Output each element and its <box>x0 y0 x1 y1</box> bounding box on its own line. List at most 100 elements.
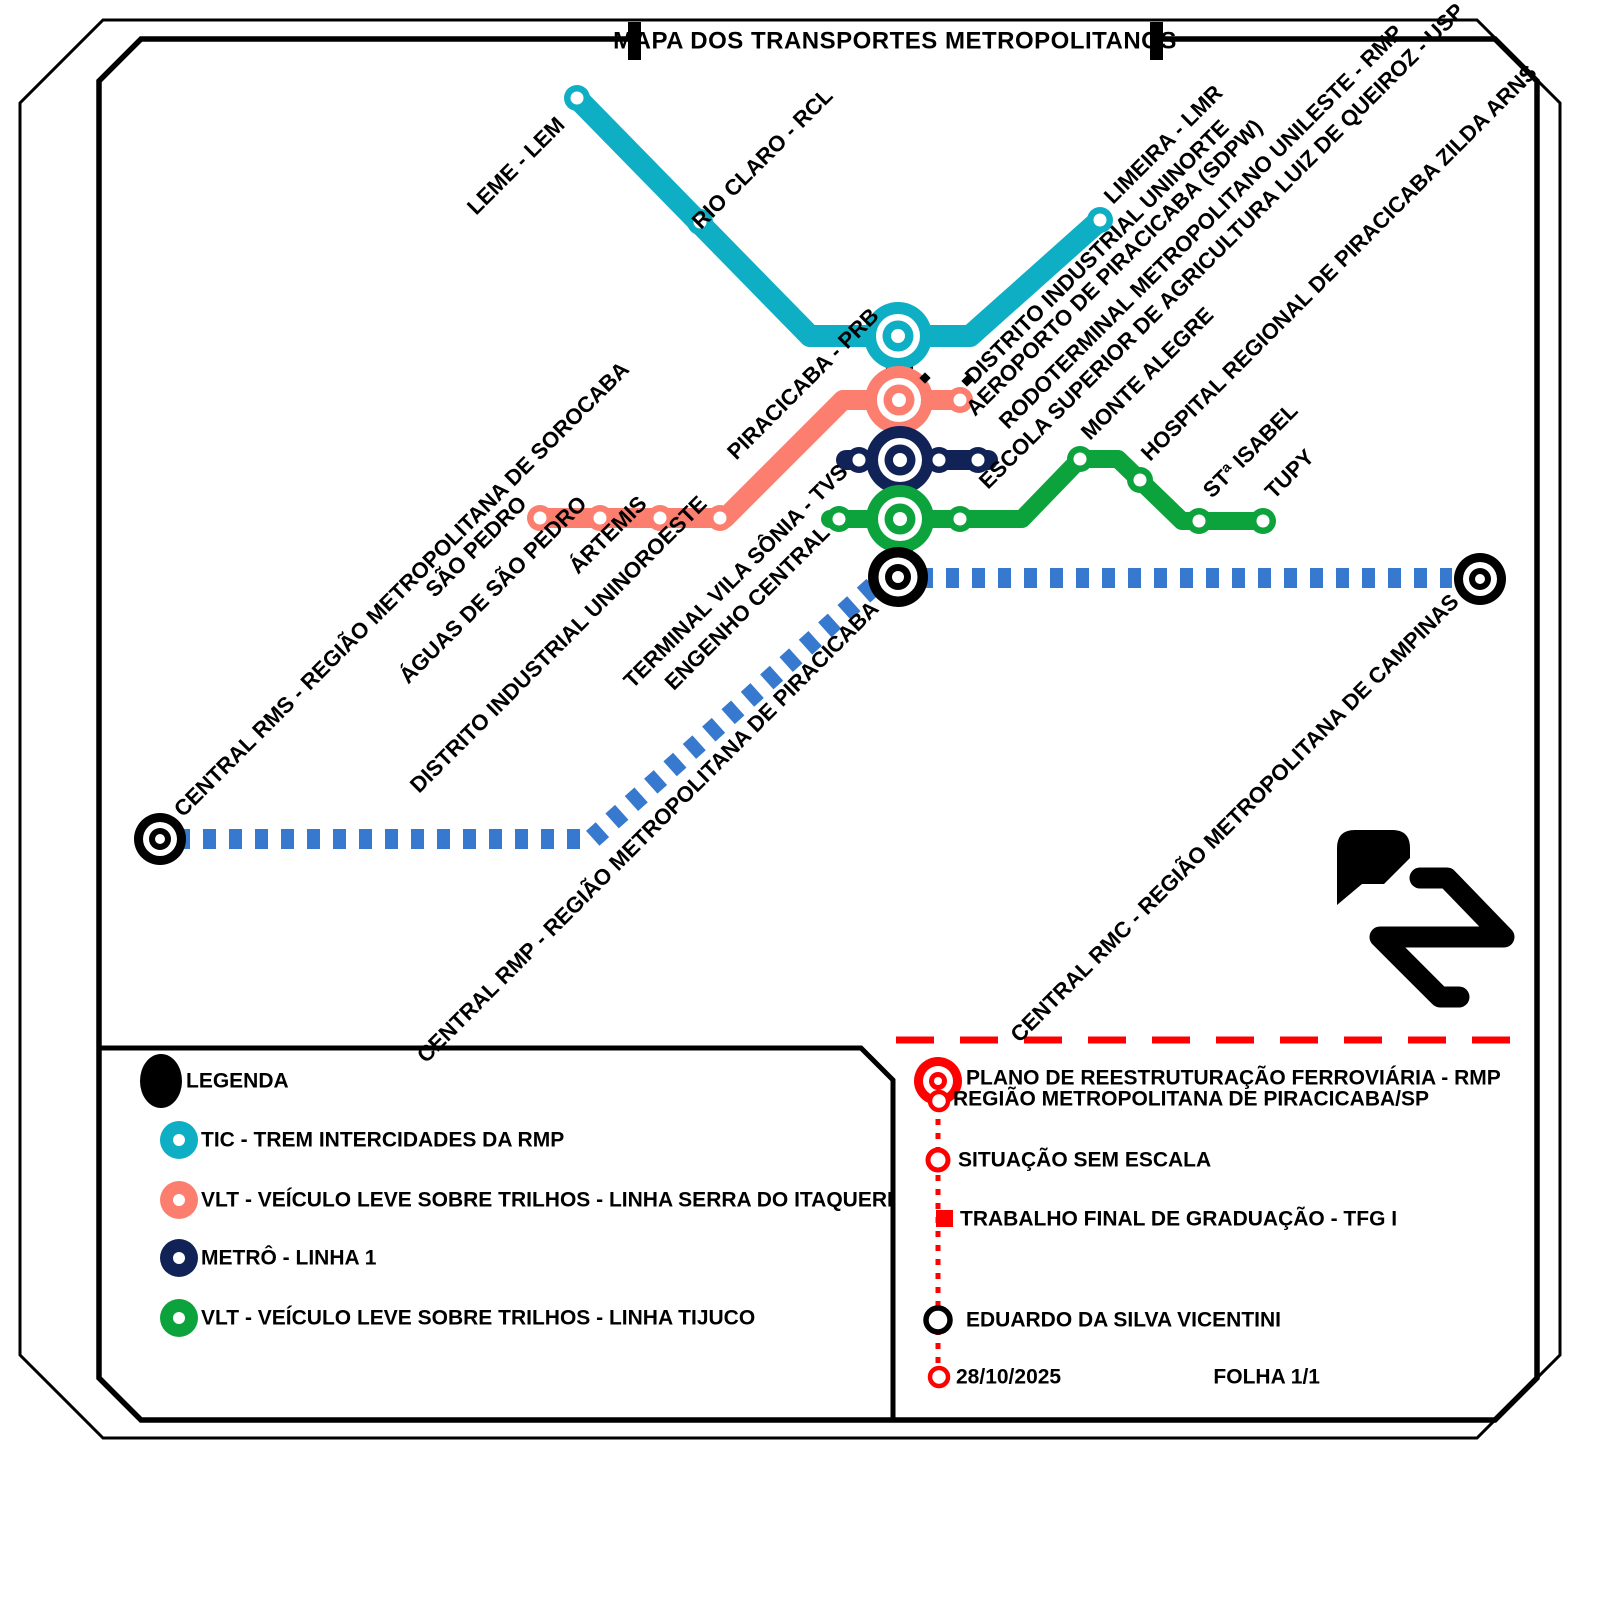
title-bar-right-cap <box>1150 22 1163 60</box>
station-aeroporto-de-piracicaba <box>926 447 952 473</box>
diamond-mark <box>961 375 973 387</box>
legend-item-label: VLT - VEÍCULO LEVE SOBRE TRILHOS - LINHA… <box>201 1307 755 1330</box>
date-value: 28/10/2025 <box>956 1366 1061 1389</box>
station-central-rms-ring <box>155 834 165 844</box>
station-central-rmp <box>868 547 928 607</box>
station-hospital-regional <box>1127 467 1153 493</box>
station-aguas-de-sao-pedro-ring <box>593 511 607 525</box>
station-artemis-ring <box>653 511 667 525</box>
legend-item-label: TIC - TREM INTERCIDADES DA RMP <box>201 1129 564 1152</box>
title-block: PLANO DE REESTRUTURAÇÃO FERROVIÁRIA - RM… <box>914 1057 1501 1389</box>
title-block-bullseye <box>914 1057 962 1105</box>
station-distrito-industrial-uninorte-ring <box>953 393 967 407</box>
station-artemis <box>647 505 673 531</box>
station-central-rms <box>134 813 186 865</box>
station-rio-claro-ring <box>693 215 707 229</box>
sheet-number: FOLHA 1/1 <box>1213 1366 1320 1389</box>
station-distrito-industrial-uninoroeste <box>707 505 733 531</box>
station-engenho-central-ring <box>832 512 846 526</box>
title-block-bullseye-ring <box>934 1077 942 1085</box>
date-marker-circle <box>927 1365 951 1389</box>
station-hub-metro <box>866 426 934 494</box>
station-distrito-industrial-uninorte <box>947 387 973 413</box>
legend-panel: LEGENDA TIC - TREM INTERCIDADES DA RMP VLT… <box>140 1054 893 1337</box>
author-marker-circle <box>923 1305 953 1335</box>
legend-item-2: METRÔ - LINHA 1 <box>160 1239 377 1277</box>
legend-swatch-center <box>173 1252 185 1264</box>
label-escola-esalq-usp: ESCOLA SUPERIOR DE AGRICULTURA LUIZ DE Q… <box>974 0 1469 494</box>
station-central-rmc-ring <box>1475 574 1485 584</box>
station-limeira-ring <box>1093 213 1107 227</box>
label-central-rms: CENTRAL RMS - REGIÃO METROPOLITANA DE SO… <box>169 356 634 821</box>
label-central-rmc: CENTRAL RMC - REGIÃO METROPOLITANA DE CA… <box>1005 589 1463 1047</box>
diamond-mark <box>919 372 931 384</box>
line-ferrovia-oeste <box>177 574 885 849</box>
station-tupy-ring <box>1256 514 1270 528</box>
title-gap-mask <box>644 31 1150 47</box>
title-bar-left-cap <box>628 22 641 60</box>
label-leme: LEME - LEM <box>462 112 570 220</box>
station-escola-esalq-usp-ring <box>953 512 967 526</box>
legend-box-border <box>99 1045 896 1420</box>
author-name: EDUARDO DA SILVA VICENTINI <box>966 1309 1281 1332</box>
station-monte-alegre <box>1067 446 1093 472</box>
station-rodoterminal-unileste-ring <box>971 453 985 467</box>
station-terminal-vila-sonia-ring <box>852 453 866 467</box>
station-distrito-industrial-uninoroeste-ring <box>713 511 727 525</box>
station-leme-ring <box>570 91 584 105</box>
label-rio-claro: RIO CLARO - RCL <box>687 83 838 234</box>
station-piracicaba-prb-ring <box>891 329 905 343</box>
station-sta-isabel-ring <box>1192 514 1206 528</box>
legend-title: LEGENDA <box>186 1070 289 1093</box>
sheet-title-bar: MAPA DOS TRANSPORTES METROPOLITANOS <box>613 22 1177 60</box>
station-hospital-regional-ring <box>1133 473 1147 487</box>
inner-border <box>96 36 1540 1423</box>
stations <box>134 85 1506 865</box>
legend-swatch-center <box>173 1312 185 1324</box>
station-aeroporto-de-piracicaba-ring <box>932 453 946 467</box>
course-marker-square <box>936 1210 953 1227</box>
legend-item-label: VLT - VEÍCULO LEVE SOBRE TRILHOS - LINHA… <box>201 1189 893 1212</box>
station-sao-pedro <box>527 505 553 531</box>
sheet-borders <box>18 18 1562 1440</box>
station-hub-metro-ring <box>893 453 907 467</box>
station-engenho-central <box>826 506 852 532</box>
legend-swatch-center <box>173 1194 185 1206</box>
station-monte-alegre-ring <box>1073 452 1087 466</box>
station-hub-vlt-tijuco-ring <box>893 512 907 526</box>
legend-bullet <box>140 1054 182 1108</box>
legend-swatch-center <box>173 1134 185 1146</box>
station-terminal-vila-sonia <box>846 447 872 473</box>
scale-marker-circle <box>925 1147 951 1173</box>
logo-zigzag-icon <box>1369 867 1515 1008</box>
station-hub-vlt-tijuco <box>866 485 934 553</box>
title-block-bullseye-sub <box>927 1089 951 1113</box>
logo-flag-icon <box>1337 830 1410 905</box>
station-sta-isabel <box>1186 508 1212 534</box>
station-hub-vlt-serra <box>865 366 933 434</box>
station-rio-claro <box>687 209 713 235</box>
label-tupy: TUPY <box>1260 444 1319 503</box>
station-piracicaba-prb <box>864 302 932 370</box>
project-title-line1: PLANO DE REESTRUTURAÇÃO FERROVIÁRIA - RM… <box>966 1067 1501 1090</box>
line-tic <box>566 87 1111 347</box>
station-central-rmc <box>1454 553 1506 605</box>
station-sao-pedro-ring <box>533 511 547 525</box>
legend-item-1: VLT - VEÍCULO LEVE SOBRE TRILHOS - LINHA… <box>160 1181 893 1219</box>
station-tupy <box>1250 508 1276 534</box>
station-aguas-de-sao-pedro <box>587 505 613 531</box>
scale-note: SITUAÇÃO SEM ESCALA <box>958 1149 1211 1172</box>
legend-item-0: TIC - TREM INTERCIDADES DA RMP <box>160 1121 564 1159</box>
station-rodoterminal-unileste <box>965 447 991 473</box>
station-escola-esalq-usp <box>947 506 973 532</box>
course-name: TRABALHO FINAL DE GRADUAÇÃO - TFG I <box>960 1208 1397 1231</box>
station-central-rmp-ring <box>892 571 904 583</box>
sheet-title: MAPA DOS TRANSPORTES METROPOLITANOS <box>613 28 1177 55</box>
label-rodoterminal-unileste: RODOTERMINAL METROPOLITANO UNILESTE - RM… <box>994 20 1408 434</box>
project-title-line2: REGIÃO METROPOLITANA DE PIRACICABA/SP <box>953 1088 1429 1111</box>
station-limeira <box>1087 207 1113 233</box>
studio-logo <box>1337 830 1515 1008</box>
